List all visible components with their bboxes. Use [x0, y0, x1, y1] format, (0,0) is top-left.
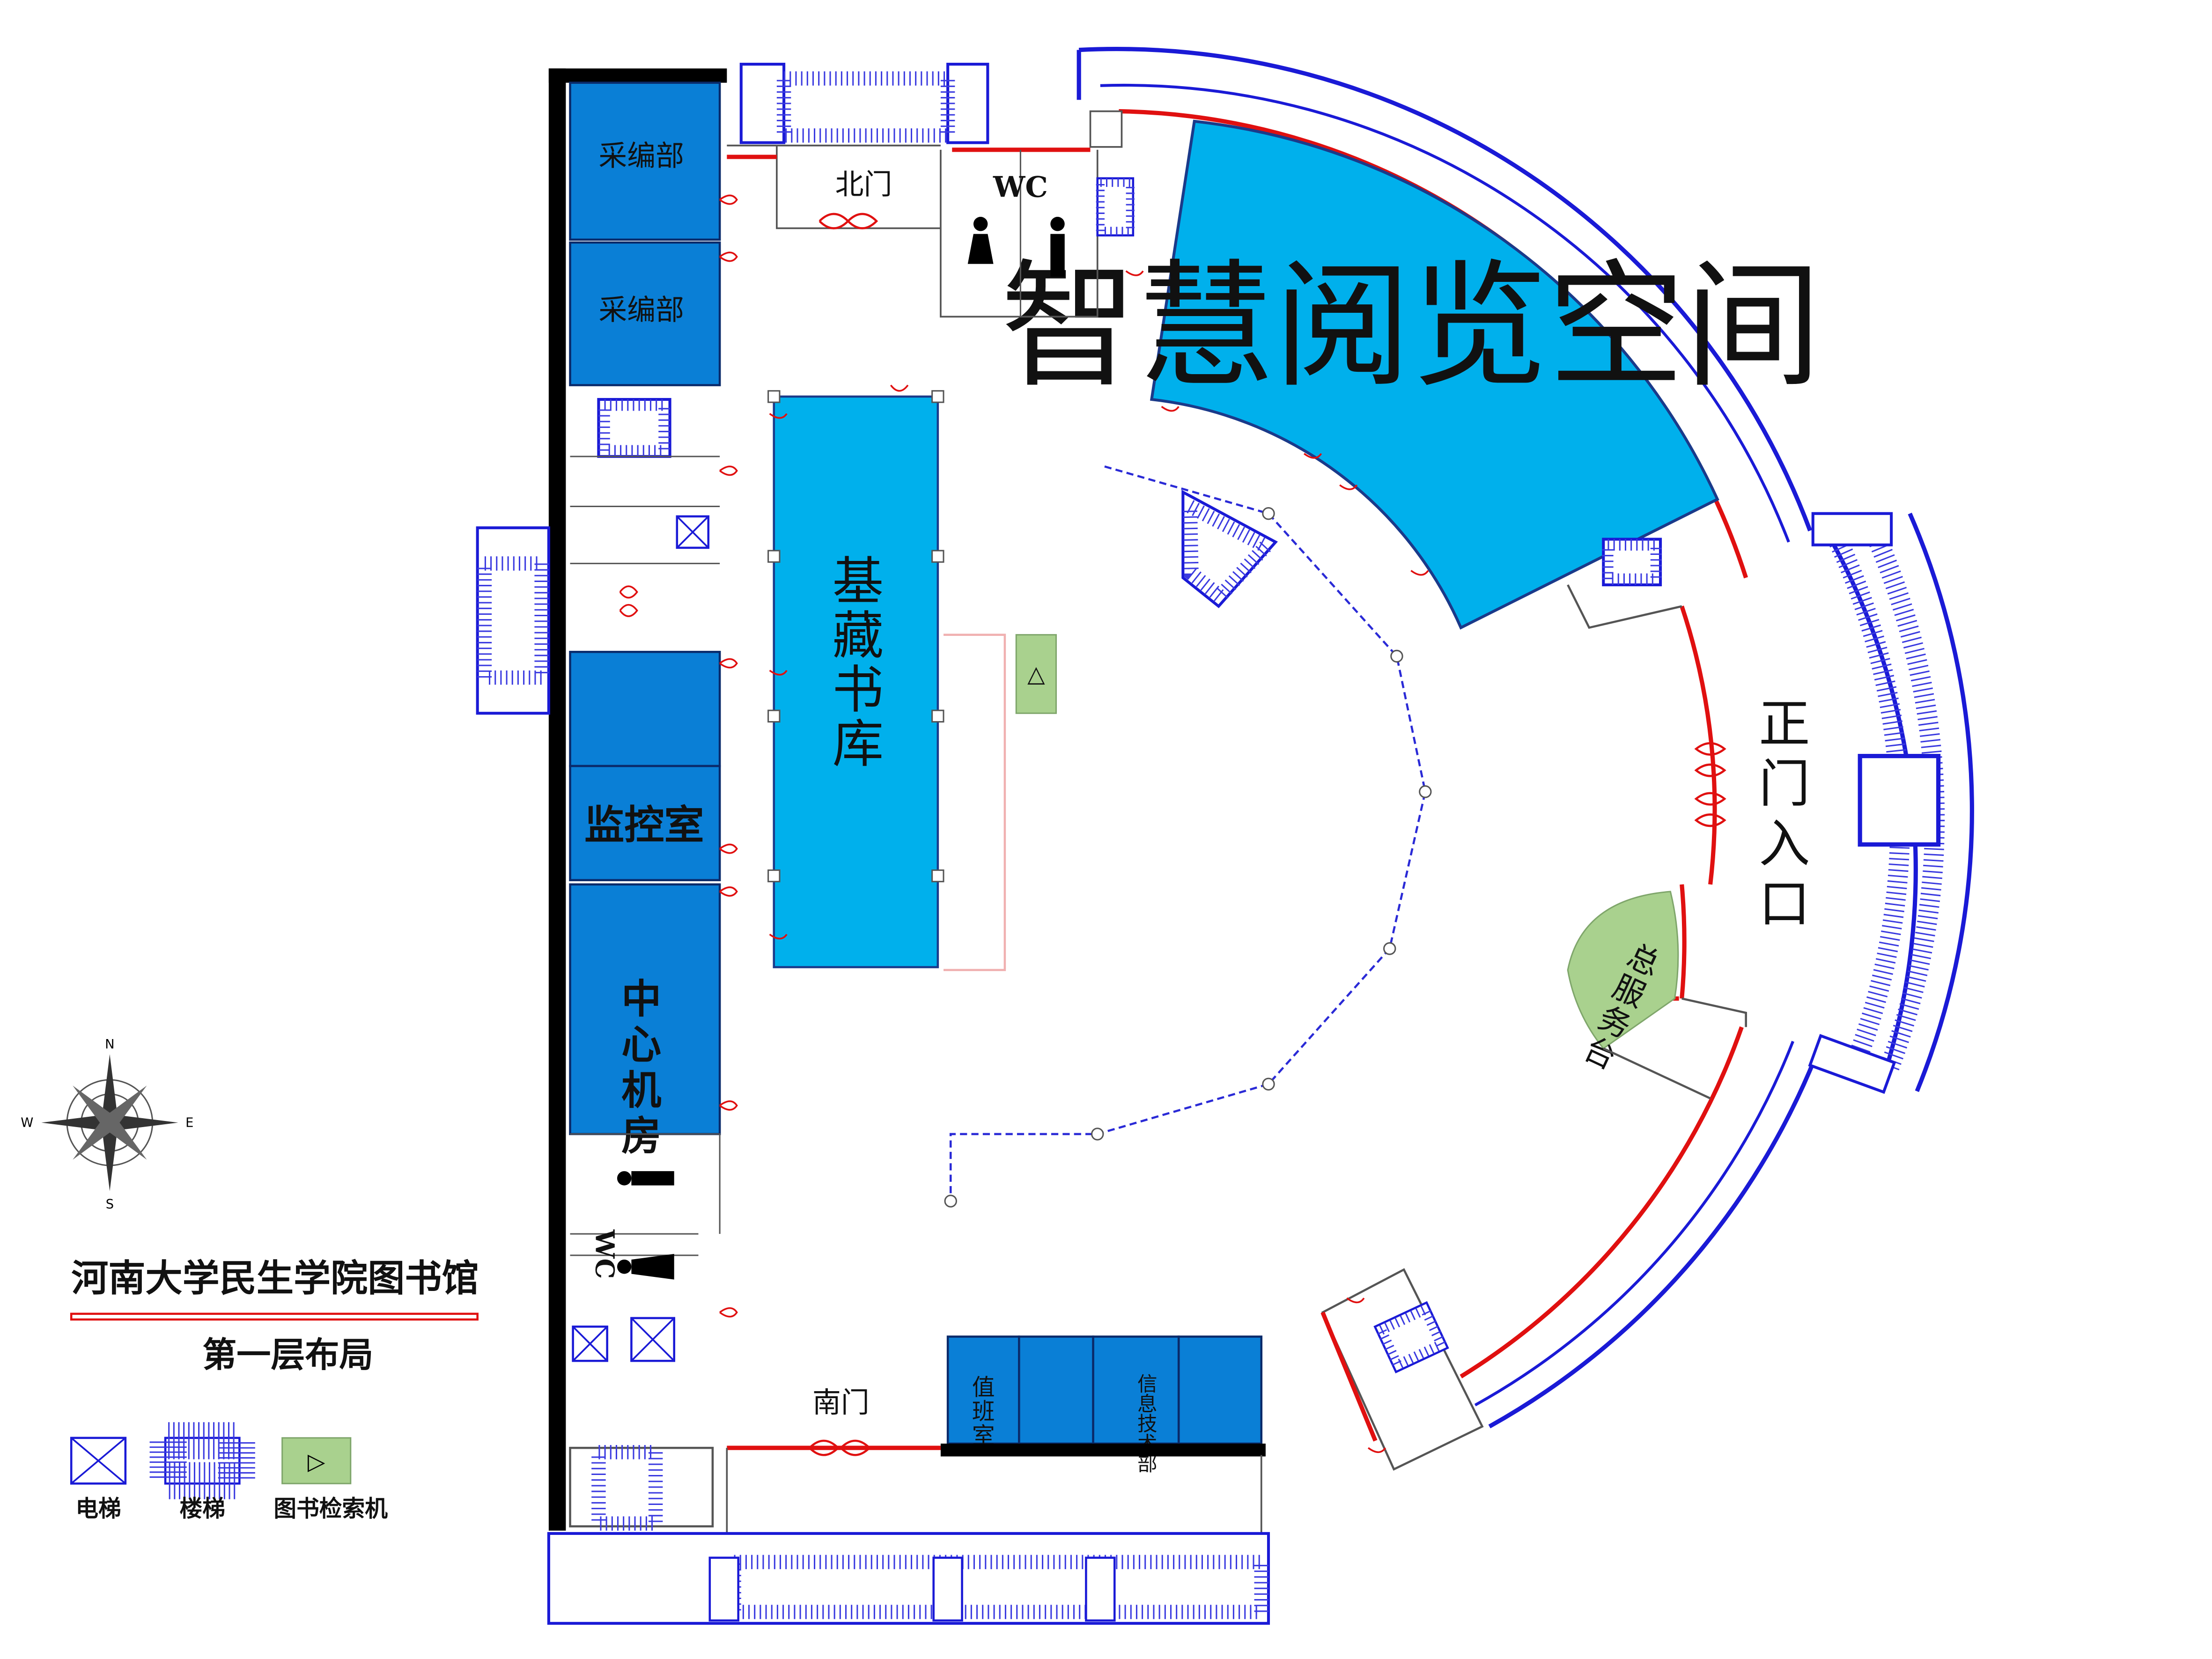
svg-text:WC: WC [993, 170, 1048, 204]
main-entrance-stairs [1808, 512, 1974, 1094]
west-exterior-stairs [476, 526, 550, 715]
main-door-symbols [1694, 742, 1726, 827]
main-entrance-label: 正门入口 [1759, 694, 1810, 934]
north-entrance-area [727, 63, 989, 229]
compass-east: E [185, 1116, 193, 1130]
north-door-symbol [818, 213, 878, 229]
map-subtitle: 第一层布局 [202, 1335, 373, 1375]
compass-west: W [21, 1116, 33, 1130]
svg-text:电梯: 电梯 [75, 1495, 121, 1522]
legend: 电梯 楼梯 ▷ 图书检索机 [70, 1422, 388, 1522]
svg-text:楼梯: 楼梯 [180, 1495, 225, 1522]
svg-text:正门入口: 正门入口 [1759, 694, 1810, 934]
kiosk-icon [281, 1437, 352, 1484]
monitor-room-label: 监控室 [584, 802, 704, 848]
acquisition-room-2[interactable] [569, 241, 721, 386]
acquisition-room-2-label: 采编部 [598, 293, 684, 326]
it-department-room[interactable] [1092, 1335, 1180, 1445]
svg-text:▷: ▷ [308, 1449, 325, 1475]
north-east-stairs [1089, 110, 1135, 236]
service-desk[interactable] [1567, 891, 1679, 1050]
west-wall [548, 68, 566, 1531]
north-wall [548, 68, 727, 83]
south-door-label: 南门 [812, 1386, 870, 1419]
south-door-symbol [809, 1439, 871, 1456]
south-room-east [1177, 1335, 1263, 1445]
west-corridor-doors [619, 194, 1429, 1453]
compass-south: S [106, 1197, 114, 1211]
north-wc: WC [940, 147, 1099, 318]
book-stacks-columns [767, 390, 944, 883]
monitor-room-upper [569, 650, 721, 767]
legend-elevator: 电梯 [70, 1437, 127, 1522]
data-center-room[interactable] [569, 883, 721, 1135]
monitor-room[interactable] [569, 765, 721, 881]
west-elevator-north [676, 515, 710, 549]
north-door-label: 北门 [835, 168, 892, 201]
south-room-middle [1018, 1335, 1094, 1445]
data-center-label: 中心机房 [621, 976, 661, 1160]
title-underline [70, 1312, 479, 1321]
southwest-elevators [572, 1317, 676, 1362]
southwest-wc: WC [570, 1133, 721, 1280]
west-stairs-north [597, 398, 671, 458]
legend-kiosk: ▷ 图书检索机 [273, 1437, 388, 1522]
compass-north: N [105, 1037, 114, 1052]
acquisition-room-1[interactable] [569, 81, 721, 241]
smart-reading-label: 智慧阅览空间 [1001, 247, 1821, 406]
compass-rose-icon: N S E W [21, 1037, 193, 1211]
map-title: 河南大学民生学院图书馆 [71, 1256, 479, 1300]
atrium-stairs [1181, 489, 1278, 608]
legend-stairs: 楼梯 [149, 1422, 255, 1522]
catalog-kiosk-symbol: △ [1027, 661, 1045, 687]
svg-text:WC: WC [590, 1229, 619, 1279]
east-stairs [1567, 538, 1682, 629]
svg-text:图书检索机: 图书检索机 [273, 1495, 388, 1522]
southwest-stairs [569, 1445, 714, 1531]
book-stacks-room[interactable] [773, 395, 939, 968]
acquisition-room-1-label: 采编部 [598, 139, 684, 172]
southeast-stair-pavilion [1320, 1268, 1484, 1471]
south-black-wall [940, 1443, 1266, 1457]
atrium-columns [944, 507, 1432, 1208]
duty-room-label: 值班室 [972, 1374, 995, 1449]
book-stacks-label: 基藏书库 [833, 551, 884, 774]
it-department-label: 信息技术部 [1137, 1372, 1158, 1476]
south-exterior-stairs [547, 1448, 1270, 1625]
outer-curved-wall [1077, 47, 1820, 1429]
smart-reading-room[interactable] [1150, 119, 1719, 630]
stairs-icon [164, 1437, 241, 1485]
catalog-kiosk[interactable] [1015, 634, 1057, 714]
